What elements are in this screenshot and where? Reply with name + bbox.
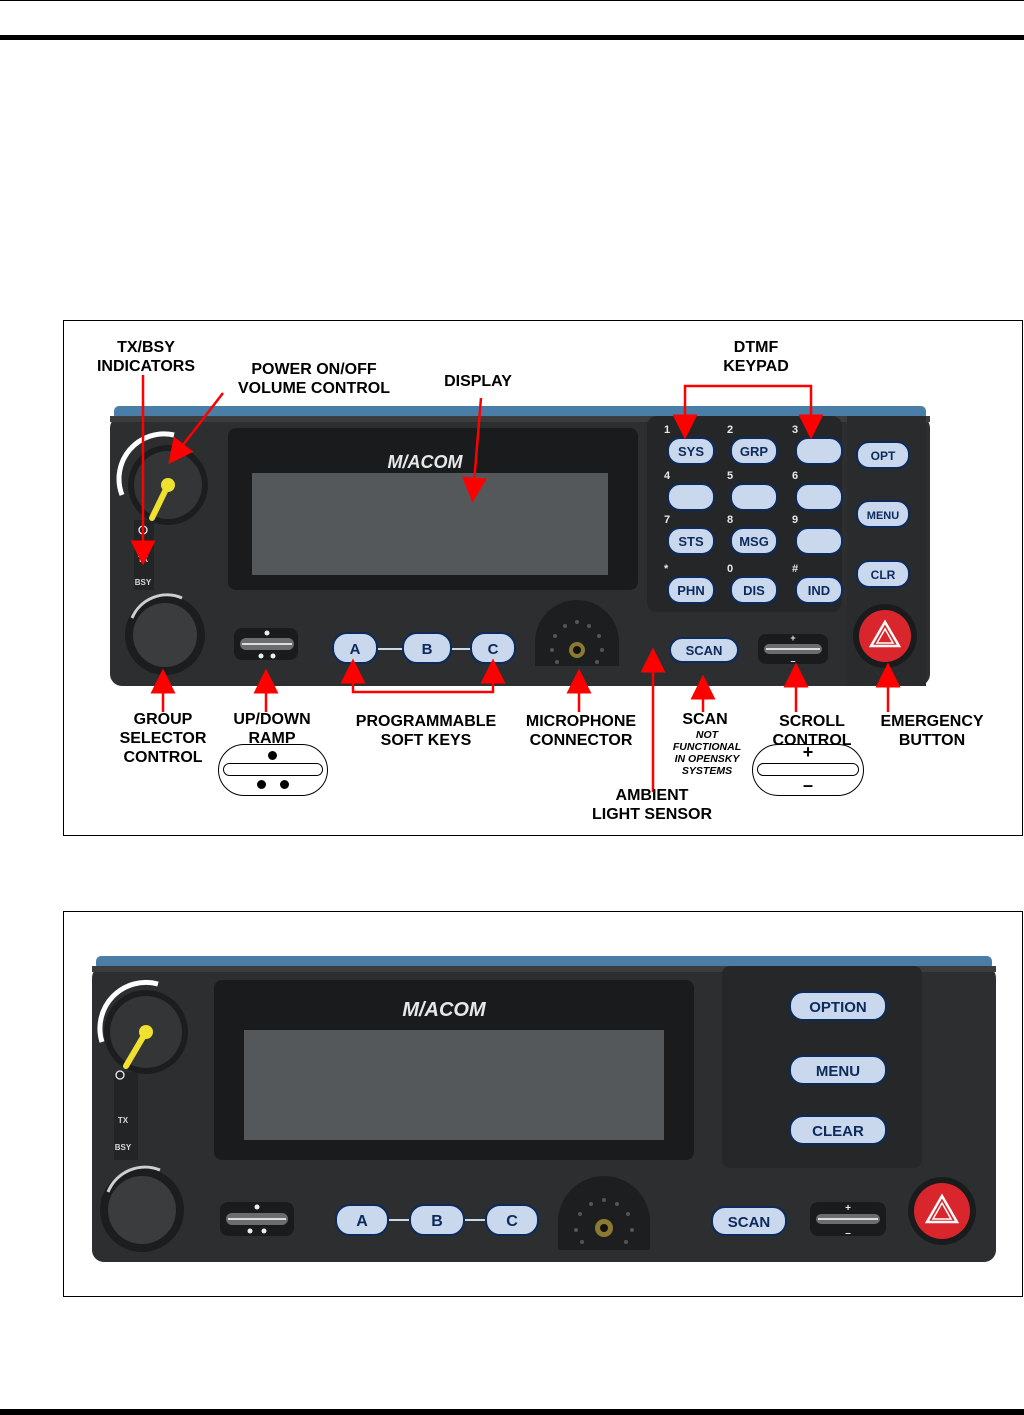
brand-logo: M/ACOM xyxy=(402,999,487,1021)
ramp-down-dot-icon xyxy=(280,780,289,789)
keypad-digit-label: 4 xyxy=(664,470,671,482)
up-down-ramp-diagram xyxy=(218,744,328,796)
keypad-digit-label: # xyxy=(792,563,798,575)
callout-display: DISPLAY xyxy=(428,372,528,391)
svg-text:–: – xyxy=(790,656,795,666)
callout-scan-note: NOT FUNCTIONAL IN OPENSKY SYSTEMS xyxy=(670,729,744,777)
scan-button[interactable]: SCAN xyxy=(712,1207,786,1235)
up-down-ramp[interactable] xyxy=(220,1202,294,1236)
figure-2-radio-photo: TX BSY M/ACOM A B C xyxy=(92,952,996,1264)
svg-text:+: + xyxy=(790,633,795,643)
scroll-control[interactable]: + – xyxy=(810,1202,886,1239)
callout-scan: SCAN xyxy=(670,710,740,729)
header-rule-thick xyxy=(0,35,1024,40)
svg-text:C: C xyxy=(506,1213,518,1230)
bsy-indicator-label: BSY xyxy=(115,1143,132,1152)
keypad-key-label: DIS xyxy=(743,583,765,598)
callout-group-selector: GROUP SELECTOR CONTROL xyxy=(106,710,220,767)
header-rule-thin xyxy=(0,0,1024,1)
ambient-light-sensor xyxy=(651,654,656,659)
clr-button[interactable]: CLR xyxy=(857,561,909,587)
callout-ambient-light-sensor: AMBIENT LIGHT SENSOR xyxy=(572,786,732,824)
callout-tx-bsy-indicators: TX/BSY INDICATORS xyxy=(96,338,196,376)
display-screen xyxy=(252,473,608,575)
keypad-key-label: GRP xyxy=(740,444,769,459)
menu-button[interactable]: MENU xyxy=(857,501,909,527)
keypad-digit-label: 2 xyxy=(727,424,733,436)
keypad-digit-label: 5 xyxy=(727,470,733,482)
scroll-plus-label: + xyxy=(753,742,863,762)
callout-programmable-soft-keys: PROGRAMMABLE SOFT KEYS xyxy=(344,712,508,750)
scan-button[interactable]: SCAN xyxy=(670,638,738,662)
ramp-down-dot-icon xyxy=(257,780,266,789)
brand-logo: M/ACOM xyxy=(388,452,464,472)
svg-text:B: B xyxy=(422,641,433,658)
soft-key-c[interactable]: C xyxy=(471,633,515,663)
emergency-button[interactable] xyxy=(853,604,917,668)
keypad-key-label: SYS xyxy=(678,444,704,459)
svg-text:A: A xyxy=(350,641,361,658)
svg-text:MENU: MENU xyxy=(816,1063,860,1080)
callout-microphone-connector: MICROPHONE CONNECTOR xyxy=(520,712,642,750)
svg-text:MENU: MENU xyxy=(867,510,899,522)
keypad-digit-label: 6 xyxy=(792,470,798,482)
display-screen xyxy=(244,1030,664,1140)
up-down-ramp[interactable] xyxy=(234,628,298,660)
svg-text:+: + xyxy=(845,1203,851,1214)
tx-indicator-label: TX xyxy=(138,555,149,564)
bsy-indicator-label: BSY xyxy=(135,578,152,587)
svg-text:OPT: OPT xyxy=(871,449,896,463)
svg-text:SCAN: SCAN xyxy=(686,643,723,658)
keypad-digit-label: 3 xyxy=(792,424,798,436)
footer-rule xyxy=(0,1409,1024,1415)
soft-key-b[interactable]: B xyxy=(410,1205,464,1235)
scroll-control[interactable]: + – xyxy=(758,633,828,666)
soft-key-c[interactable]: C xyxy=(486,1205,538,1235)
svg-text:B: B xyxy=(431,1213,443,1230)
callout-emergency-button: EMERGENCY BUTTON xyxy=(870,712,994,750)
menu-button[interactable]: MENU xyxy=(790,1056,886,1084)
svg-text:CLR: CLR xyxy=(871,568,896,582)
keypad-digit-label: 7 xyxy=(664,514,670,526)
scroll-minus-label: – xyxy=(753,775,863,795)
opt-button[interactable]: OPT xyxy=(857,442,909,468)
clear-button[interactable]: CLEAR xyxy=(790,1116,886,1144)
keypad-digit-label: 0 xyxy=(727,563,733,575)
option-button[interactable]: OPTION xyxy=(790,992,886,1020)
keypad-digit-label: * xyxy=(664,563,669,575)
keypad-digit-label: 8 xyxy=(727,514,733,526)
keypad-digit-label: 9 xyxy=(792,514,798,526)
svg-text:A: A xyxy=(356,1213,368,1230)
svg-text:CLEAR: CLEAR xyxy=(812,1123,864,1140)
keypad-key-label: PHN xyxy=(677,583,704,598)
ramp-up-dot-icon xyxy=(268,751,277,760)
svg-text:–: – xyxy=(845,1228,851,1239)
soft-key-a[interactable]: A xyxy=(333,633,377,663)
emergency-button[interactable] xyxy=(908,1177,976,1245)
svg-text:SCAN: SCAN xyxy=(728,1214,771,1231)
keypad-key-label: MSG xyxy=(739,534,769,549)
keypad-digit-label: 1 xyxy=(664,424,670,436)
svg-text:OPTION: OPTION xyxy=(809,999,867,1016)
callout-dtmf-keypad: DTMF KEYPAD xyxy=(706,338,806,376)
group-selector-knob[interactable] xyxy=(125,595,205,675)
tx-indicator-label: TX xyxy=(118,1116,129,1125)
soft-key-a[interactable]: A xyxy=(336,1205,388,1235)
scroll-control-diagram: + – xyxy=(752,744,864,796)
callout-power-volume: POWER ON/OFF VOLUME CONTROL xyxy=(224,360,404,398)
figure-1-radio-photo: TX BSY M/ACOM A B C xyxy=(110,400,930,690)
svg-text:C: C xyxy=(488,641,499,658)
callout-up-down-ramp: UP/DOWN RAMP xyxy=(222,710,322,748)
soft-key-b[interactable]: B xyxy=(403,633,451,663)
keypad-key-label: IND xyxy=(808,583,830,598)
keypad-key-label: STS xyxy=(678,534,704,549)
